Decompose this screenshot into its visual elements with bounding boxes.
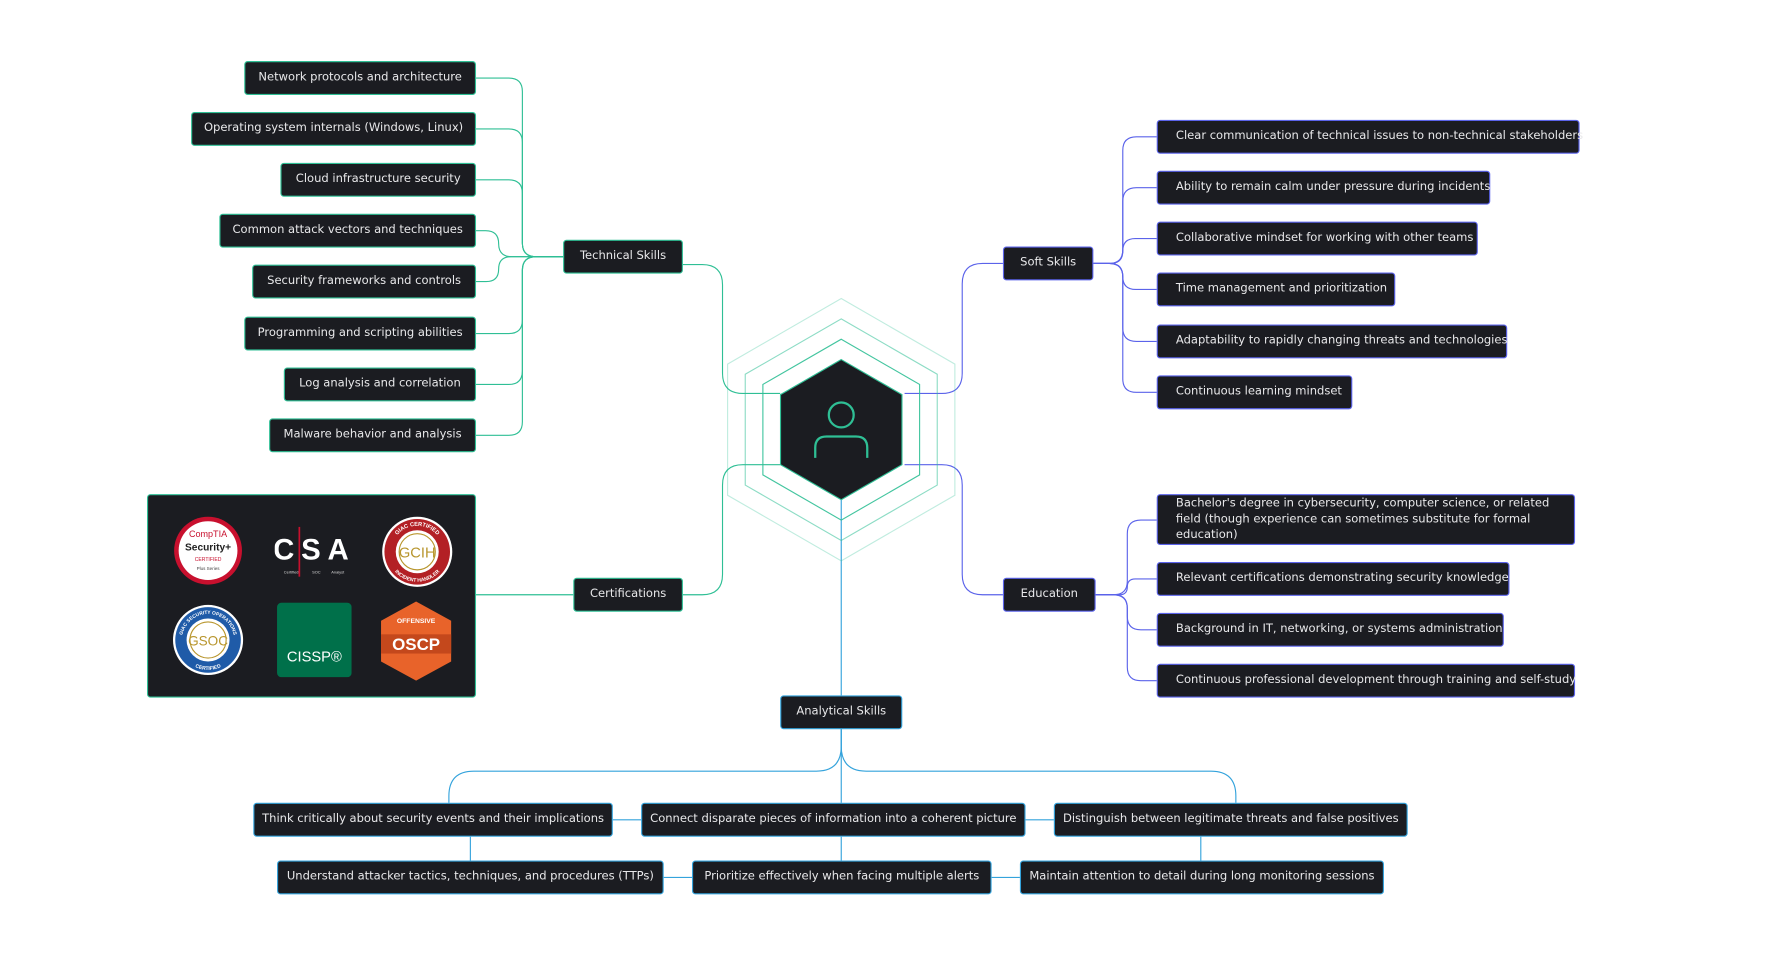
connector (1093, 136, 1157, 265)
analytical-item[interactable]: Prioritize effectively when facing multi… (691, 860, 992, 895)
svg-text:CERTIFIED: CERTIFIED (195, 557, 222, 563)
connector (1093, 262, 1157, 393)
oscp-badge: OFFENSIVE OSCP (381, 601, 452, 681)
cissp-badge: CISSP® (277, 602, 352, 678)
connector (448, 729, 842, 803)
connector (904, 262, 1003, 395)
technical-item[interactable]: Security frameworks and controls (252, 264, 477, 299)
svg-text:Analyst: Analyst (331, 569, 345, 574)
connector (682, 264, 781, 395)
education-node[interactable]: Education (1002, 577, 1096, 612)
technical-item[interactable]: Operating system internals (Windows, Lin… (191, 111, 477, 146)
technical-item[interactable]: Malware behavior and analysis (269, 418, 477, 453)
hex-ring (727, 297, 956, 562)
svg-text:GCIH: GCIH (399, 545, 436, 561)
analytical-item[interactable]: Think critically about security events a… (253, 802, 613, 837)
svg-text:Certified: Certified (284, 569, 299, 574)
svg-text:CISSP®: CISSP® (287, 649, 342, 665)
analytical-skills-node[interactable]: Analytical Skills (780, 695, 903, 730)
connector (1095, 578, 1157, 596)
analytical-item[interactable]: Maintain attention to detail during long… (1019, 860, 1384, 895)
svg-text:SOC: SOC (312, 569, 321, 574)
connector (682, 464, 781, 596)
soft-skills-node[interactable]: Soft Skills (1002, 246, 1094, 281)
connector (904, 464, 1003, 596)
connector (1093, 187, 1157, 265)
education-item[interactable]: Relevant certifications demonstrating se… (1156, 561, 1510, 596)
svg-text:CSA: CSA (275, 534, 354, 567)
technical-item[interactable]: Common attack vectors and techniques (219, 213, 477, 248)
soft-item[interactable]: Adaptability to rapidly changing threats… (1156, 324, 1507, 359)
csa-badge: CSA Certified SOC Analyst (275, 526, 354, 577)
security-plus-badge: CompTIA Security+ CERTIFIED Plus Series (174, 516, 242, 585)
certifications-node[interactable]: Certifications (573, 577, 683, 612)
technical-skills-node[interactable]: Technical Skills (563, 239, 683, 274)
connector (1093, 262, 1157, 291)
technical-item[interactable]: Cloud infrastructure security (280, 162, 477, 197)
education-item[interactable]: Bachelor's degree in cybersecurity, comp… (1156, 494, 1576, 545)
hex-ring (744, 318, 938, 542)
center-hexagon (727, 297, 956, 562)
connector (476, 77, 564, 258)
connector (840, 729, 1237, 803)
user-icon (814, 401, 869, 458)
analytical-item[interactable]: Connect disparate pieces of information … (641, 802, 1026, 837)
connector (1093, 238, 1157, 265)
svg-text:OFFENSIVE: OFFENSIVE (397, 618, 436, 625)
connector (476, 230, 564, 258)
connector (476, 256, 564, 436)
analytical-item[interactable]: Distinguish between legitimate threats a… (1053, 802, 1408, 837)
soft-item[interactable]: Collaborative mindset for working with o… (1156, 221, 1478, 256)
hex-ring (762, 338, 921, 521)
gcih-badge: GIAC CERTIFIED INCIDENT HANDLER GCIH (382, 516, 453, 587)
connector (1095, 519, 1157, 596)
connector (476, 128, 564, 258)
education-item[interactable]: Continuous professional development thro… (1156, 663, 1576, 698)
svg-text:GSOC: GSOC (188, 634, 228, 649)
connector (1095, 594, 1157, 682)
soft-item[interactable]: Ability to remain calm under pressure du… (1156, 170, 1490, 205)
soft-item[interactable]: Clear communication of technical issues … (1156, 119, 1583, 154)
connector (476, 179, 564, 258)
connector (1093, 262, 1157, 343)
technical-item[interactable]: Network protocols and architecture (244, 61, 477, 95)
gsoc-bottom-text: CERTIFIED (194, 663, 222, 672)
connector (476, 256, 564, 335)
svg-text:Security+: Security+ (185, 543, 231, 554)
svg-text:OSCP: OSCP (392, 635, 440, 654)
technical-item[interactable]: Log analysis and correlation (283, 367, 477, 402)
svg-text:Plus Series: Plus Series (197, 566, 221, 571)
gsoc-badge: GIAC SECURITY OPERATIONS CERTIFIED GSOC (172, 604, 244, 676)
connector (1095, 594, 1157, 631)
svg-text:CompTIA: CompTIA (189, 529, 227, 539)
connector (476, 256, 564, 283)
analytical-item[interactable]: Understand attacker tactics, techniques,… (277, 860, 664, 895)
soft-item[interactable]: Continuous learning mindset (1156, 375, 1353, 410)
education-item[interactable]: Background in IT, networking, or systems… (1156, 612, 1504, 647)
connector (476, 256, 564, 386)
certification-badges-panel: CompTIA Security+ CERTIFIED Plus Series … (146, 494, 477, 698)
soft-item[interactable]: Time management and prioritization (1156, 272, 1396, 307)
technical-item[interactable]: Programming and scripting abilities (244, 316, 477, 351)
